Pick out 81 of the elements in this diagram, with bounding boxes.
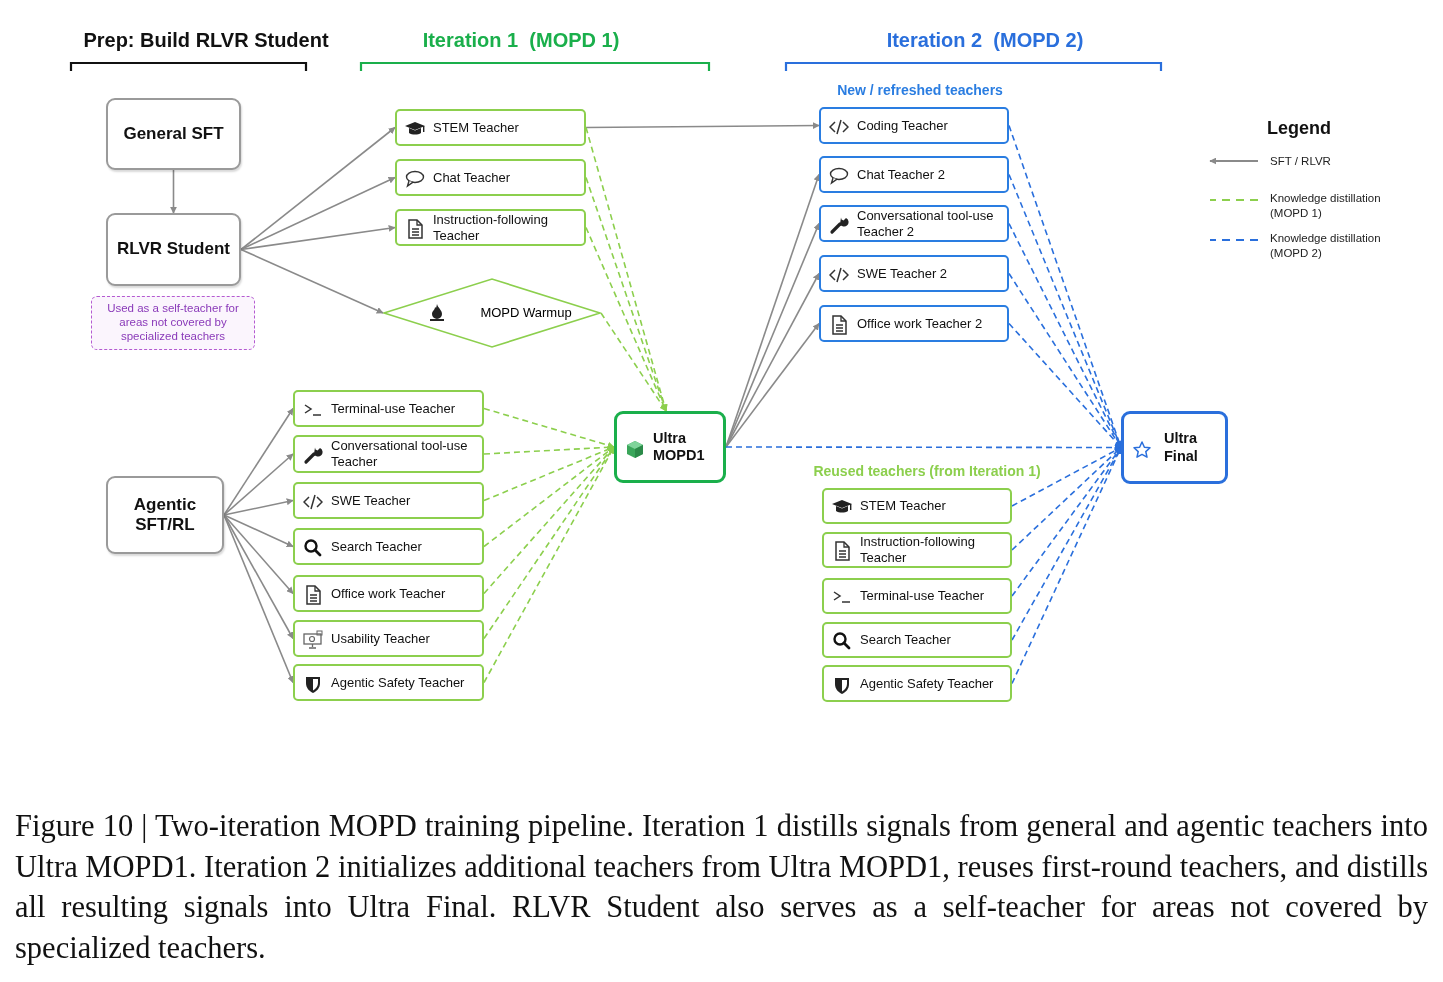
group-heading: Reused teachers (from Iteration 1)	[813, 463, 1041, 479]
legend-text: SFT / RLVR	[1270, 154, 1332, 169]
teacher-label: Chat Teacher 2	[857, 166, 945, 183]
teacher-label: Coding Teacher	[857, 117, 948, 134]
arrow	[223, 498, 294, 516]
teacher-box	[822, 665, 1012, 702]
teacher-label: STEM Teacher	[860, 498, 946, 514]
model-box	[1121, 411, 1228, 484]
process-box	[106, 476, 224, 554]
arrow	[223, 407, 294, 516]
teacher-box	[293, 435, 484, 473]
teacher-box	[395, 109, 586, 146]
process-box	[106, 213, 241, 286]
teacher-box	[395, 159, 586, 196]
arrow	[240, 126, 396, 251]
section-heading: Iteration 1 (MOPD 1)	[422, 28, 620, 52]
arrow	[585, 176, 668, 412]
teacher-box	[819, 107, 1009, 144]
arrow	[483, 407, 615, 449]
node-label: Ultra MOPD1	[653, 429, 703, 465]
teacher-label: Conversational tool-use Teacher	[331, 438, 469, 470]
teacher-box	[819, 205, 1009, 242]
process-box	[106, 98, 241, 170]
arrow	[240, 176, 396, 251]
teacher-label: Instruction-following Teacher	[860, 534, 976, 566]
teacher-box	[293, 664, 484, 701]
decision-diamond	[383, 278, 601, 348]
teacher-label: Search Teacher	[860, 632, 951, 648]
figure-caption: Figure 10 | Two-iteration MOPD training pipeline. Iteration 1 distills signals from general and agentic teachers into Ultra MOPD1. Iteration 2 initializes additional teachers from Ultra MOPD1, reuses first-round teachers, and distills all resulting signals into Ultra Final. RLVR Student also serves as a self-teacher for areas not covered by specialized teachers.	[15, 808, 1428, 967]
arrow	[585, 122, 820, 130]
teacher-label: Chat Teacher	[433, 169, 511, 186]
teacher-label: Office work Teacher 2	[857, 315, 983, 332]
section-heading: Prep: Build RLVR Student	[83, 28, 329, 52]
teacher-box	[293, 575, 484, 612]
teacher-label: Terminal-use Teacher	[331, 400, 456, 417]
teacher-label: Conversational tool-use Teacher 2	[857, 207, 995, 240]
node-label: General SFT	[123, 123, 224, 145]
teacher-label: STEM Teacher	[433, 119, 519, 136]
teacher-label: Office work Teacher	[331, 585, 446, 602]
teacher-box	[822, 488, 1012, 524]
teacher-label: Search Teacher	[331, 538, 422, 555]
teacher-box	[819, 255, 1009, 292]
note-text: Used as a self-teacher for areas not covered by specialized teachers	[106, 302, 240, 344]
arrow	[223, 514, 294, 595]
teacher-box	[395, 209, 586, 246]
teacher-box	[819, 156, 1009, 193]
group-heading: New / refreshed teachers	[837, 82, 1003, 98]
teacher-box	[822, 622, 1012, 658]
node-label: Ultra Final	[1164, 430, 1199, 465]
arrow	[223, 453, 294, 516]
arrow	[725, 272, 820, 448]
arrow	[585, 126, 668, 412]
legend-title: Legend	[1267, 117, 1331, 139]
arrow	[725, 322, 820, 448]
node-label: Agentic SFT/RL	[132, 494, 198, 536]
teacher-box	[293, 620, 484, 657]
arrow	[223, 514, 294, 548]
teacher-label: SWE Teacher 2	[857, 265, 948, 282]
teacher-box	[293, 390, 484, 427]
teacher-label: Agentic Safety Teacher	[860, 675, 994, 692]
note-box	[91, 296, 255, 350]
teacher-box	[822, 578, 1012, 614]
arrow	[600, 312, 667, 412]
arrow	[240, 248, 384, 314]
legend-text: Knowledge distillation (MOPD 1)	[1270, 191, 1382, 221]
teacher-box	[819, 305, 1009, 342]
arrow	[170, 169, 177, 214]
teacher-label: Instruction-following Teacher	[433, 211, 549, 244]
legend-text: Knowledge distillation (MOPD 2)	[1270, 231, 1382, 261]
model-box	[614, 411, 726, 483]
teacher-label: Terminal-use Teacher	[860, 588, 985, 604]
teacher-label: Agentic Safety Teacher	[331, 674, 465, 691]
teacher-box	[293, 482, 484, 519]
teacher-box	[293, 528, 484, 565]
teacher-box	[822, 532, 1012, 568]
teacher-label: MOPD Warmup	[480, 305, 572, 321]
arrow	[240, 224, 396, 251]
node-label: RLVR Student	[117, 239, 230, 260]
teacher-label: SWE Teacher	[331, 492, 411, 509]
teacher-label: Usability Teacher	[331, 630, 430, 647]
section-heading: Iteration 2 (MOPD 2)	[886, 28, 1084, 52]
